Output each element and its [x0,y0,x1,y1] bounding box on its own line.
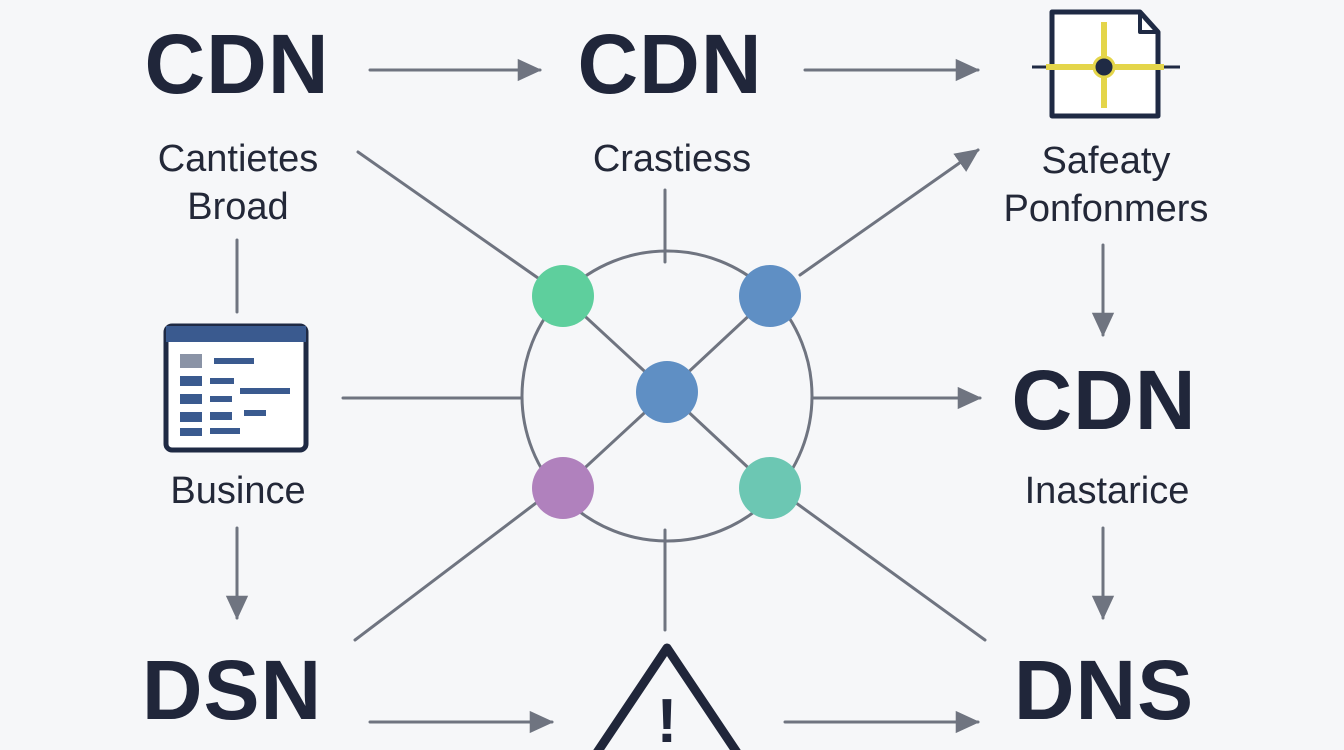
inastarice-label: Inastarice [1024,470,1190,512]
hub-node-green [532,265,594,327]
safety-label: Safeaty Ponfonmers [1004,138,1209,233]
line-hub-to-dsn [353,498,542,642]
hub-ring [520,249,814,543]
crastiess-label: Crastiess [592,138,752,180]
hub-node-purple [532,457,594,519]
cdn-top-left-title: CDN [144,17,330,111]
broad-line: Broad [187,185,289,228]
cantietes-line: Cantietes [157,138,319,180]
hub-node-teal [739,457,801,519]
warning-symbol: ! [657,687,678,750]
hub [520,249,814,543]
hub-node-blue [739,265,801,327]
line-hub-to-dns [790,498,987,642]
hub-node-center [636,361,698,423]
safeaty-line: Safeaty [1041,140,1171,182]
ponfonmers-line: Ponfonmers [1003,187,1209,230]
cdn-top-center-title: CDN [577,17,763,111]
arrow-hub-to-safety [798,148,980,277]
dns-bottom-right-title: DNS [1013,643,1195,737]
dsn-bottom-left-title: DSN [141,643,323,737]
cantietes-broad-label: Cantietes Broad [158,136,319,231]
network-map-icon [1032,9,1180,119]
line-cantietes-to-hub [356,150,540,280]
connectors [225,58,1115,734]
cdn-right-title: CDN [1011,353,1197,447]
warning-triangle-icon: ! [593,643,741,750]
browser-window-icon [163,323,309,453]
business-label: Busince [170,470,306,512]
